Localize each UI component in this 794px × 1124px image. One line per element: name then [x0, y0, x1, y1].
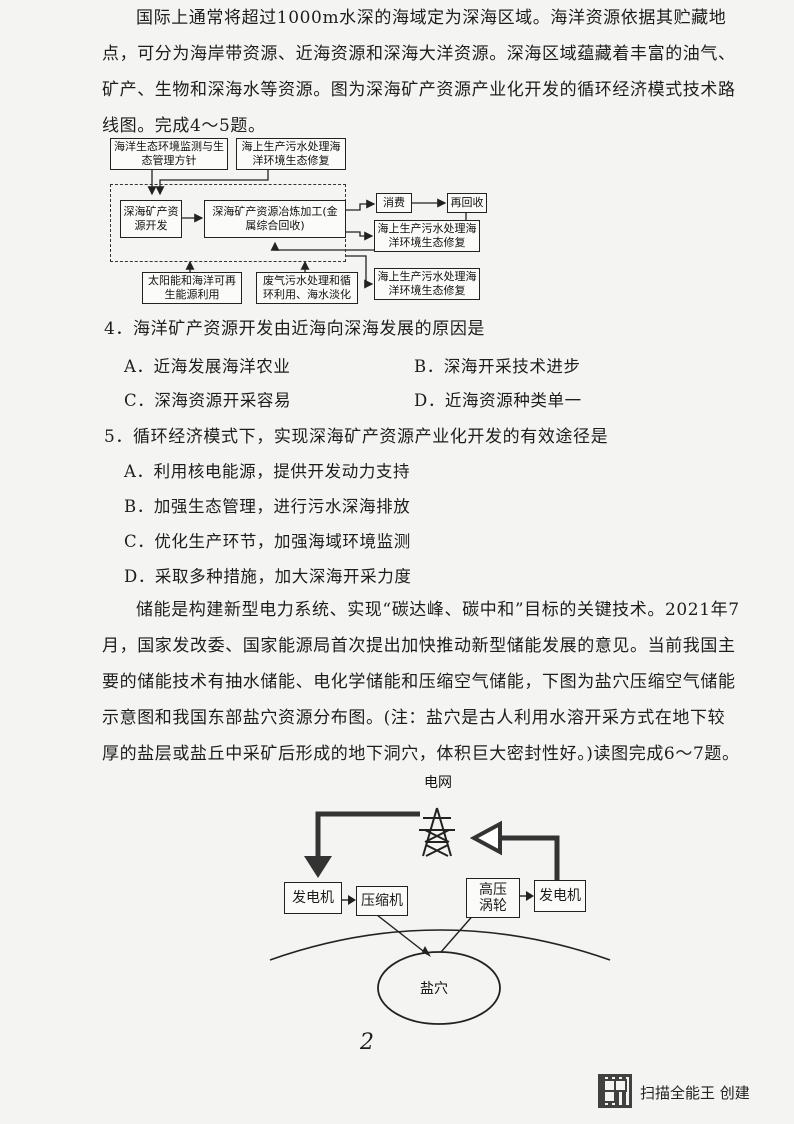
label-salt-cavern: 盐穴	[420, 981, 448, 997]
transmission-tower-icon	[419, 807, 455, 857]
question-4-option-d[interactable]: D．近海资源种类单一	[414, 391, 582, 410]
question-4-option-c[interactable]: C．深海资源开采容易	[124, 391, 292, 410]
box-high-pressure-turbine: 高压涡轮	[466, 878, 520, 918]
box-wastewater-top: 海上生产污水处理海洋环境生态修复	[236, 138, 346, 170]
question-4-stem: 4．海洋矿产资源开发由近海向深海发展的原因是	[104, 319, 486, 339]
qr-code-icon	[598, 1074, 632, 1108]
page-number: 2	[360, 1030, 374, 1055]
box-ecological-monitoring: 海洋生态环境监测与生态管理方针	[110, 138, 228, 170]
box-deep-sea-development: 深海矿产资源开发	[120, 200, 182, 238]
box-wastewater-right-1: 海上生产污水处理海洋环境生态修复	[374, 220, 480, 252]
question-5-option-b[interactable]: B．加强生态管理，进行污水深海排放	[124, 497, 411, 516]
box-solar-renewable: 太阳能和海洋可再生能源利用	[142, 272, 242, 304]
question-5-stem: 5．循环经济模式下，实现深海矿产资源产业化开发的有效途径是	[104, 427, 609, 447]
passage-deep-sea: 国际上通常将超过1000m水深的海域定为深海区域。海洋资源依据其贮藏地点，可分为…	[102, 8, 736, 136]
box-generator-right: 发电机	[534, 880, 586, 912]
question-5-option-c[interactable]: C．优化生产环节，加强海域环境监测	[124, 532, 411, 551]
question-4-option-a[interactable]: A．近海发展海洋农业	[124, 357, 291, 376]
footer-scanner-credit: 扫描全能王 创建	[640, 1084, 750, 1102]
box-compressor: 压缩机	[356, 886, 408, 916]
label-power-grid: 电网	[424, 775, 452, 791]
question-4-option-b[interactable]: B．深海开采技术进步	[414, 357, 581, 376]
question-5-option-d[interactable]: D．采取多种措施，加大深海开采力度	[124, 567, 412, 586]
box-generator-left: 发电机	[284, 882, 342, 914]
box-recycle: 再回收	[447, 193, 487, 213]
box-wastewater-right-2: 海上生产污水处理海洋环境生态修复	[374, 268, 480, 300]
box-exhaust-treatment: 废气污水处理和循环利用、海水淡化	[256, 272, 358, 304]
question-5-option-a[interactable]: A．利用核电能源，提供开发动力支持	[124, 462, 411, 481]
passage-energy-storage: 储能是构建新型电力系统、实现“碳达峰、碳中和”目标的关键技术。2021年7月，国…	[102, 600, 740, 764]
box-smelting-processing: 深海矿产资源冶炼加工(金属综合回收)	[204, 200, 346, 238]
box-consumption: 消费	[376, 193, 412, 213]
